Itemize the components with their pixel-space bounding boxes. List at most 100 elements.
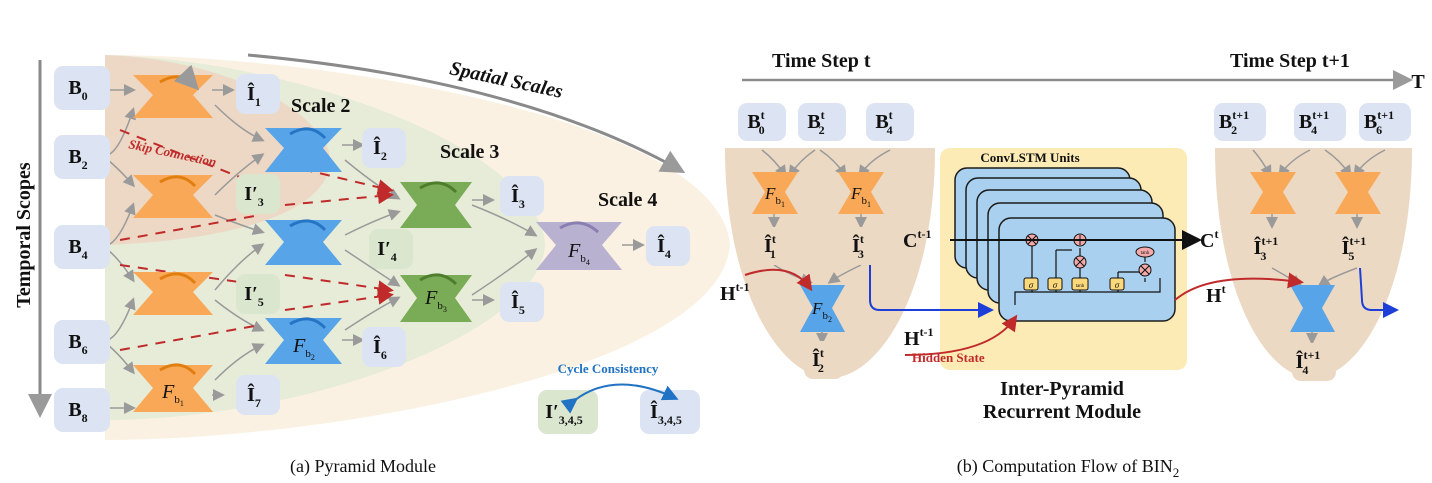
network-green-1 [400, 181, 472, 228]
spatial-scales-arrow [247, 53, 686, 173]
computation-flow: Time Step t Time Step t+1 T ConvLSTM Uni… [720, 50, 1425, 480]
input-box-b0-label: B0 [68, 77, 87, 103]
flow-output-t1-i4-bg [1292, 343, 1336, 381]
input-box-b8-label: B8 [68, 399, 87, 425]
flow-output-t1-i4-base: Î [1296, 349, 1304, 373]
output-box-i5: Î5 [500, 282, 544, 322]
cell-state-in-label: Ct-1 [903, 227, 931, 252]
input-box-b2-base: B [68, 146, 81, 168]
output-box-i5-label: Î5 [511, 289, 525, 317]
flow-input-t1-b4-bg [1294, 103, 1346, 141]
output-box-i5-prime: I′5 [236, 274, 280, 314]
hidden-state-in-arrow-b [904, 314, 1018, 356]
flow-output-t-i1-sub: 1 [770, 247, 776, 261]
network-label-b3-base: F [424, 287, 438, 309]
flow-net-label-1-base: F [764, 184, 776, 203]
flow-output-t-i2-sub: 2 [818, 361, 824, 375]
input-box-b8-base: B [68, 399, 81, 421]
flow-input-t1-b4-base: B [1299, 111, 1312, 133]
hidden-state-in-arrow-a [744, 268, 813, 292]
network-label-b3: Fb3 [424, 287, 447, 314]
flow-input-t-b2-sup: t [821, 108, 825, 122]
flow-output-t-i2-sup: t [820, 346, 824, 360]
output-box-i6-bg [362, 327, 406, 367]
flow-input-t-b0-sub: 0 [759, 123, 765, 137]
flow-output-t1-i4-sub: 4 [1302, 363, 1308, 377]
flow-input-t1-b2-bg [1214, 103, 1266, 141]
flow-input-t1-b4-sup: t+1 [1312, 108, 1329, 122]
temporal-scopes-label: Temporal Scopes [13, 162, 35, 308]
output-box-i4-prime-sub: 4 [391, 250, 397, 264]
flow-input-t-b4-bg [866, 103, 914, 141]
hidden-in-b-label-base: H [904, 328, 920, 350]
flow-net-label-2-sub: b [861, 195, 867, 207]
flow-output-t-i3-sub: 3 [858, 247, 864, 261]
flow-caption-text: (b) Computation Flow of BIN [957, 456, 1173, 477]
network-label-b4-base: F [567, 240, 581, 262]
flow-net-label-3-sub: b [822, 310, 828, 322]
flow-output-t-i2-base: Î [812, 347, 820, 371]
output-box-i2-sub: 2 [381, 149, 387, 163]
network-orange-3 [133, 272, 213, 315]
output-box-i5-prime-sub: 5 [258, 295, 264, 309]
network-label-b2-base: F [292, 335, 306, 357]
flow-input-t1-b6-bg [1359, 103, 1411, 141]
network-label-b1: Fb1 [161, 381, 184, 408]
convlstm-stack [954, 167, 1176, 322]
module-label-line2: Recurrent Module [983, 401, 1141, 423]
input-box-b4-base: B [68, 236, 81, 258]
cycle-consistency-arrow [560, 383, 679, 414]
flow-output-t1-i5-sup: t+1 [1349, 234, 1366, 248]
input-box-b0-sub: 0 [82, 89, 88, 103]
output-box-i5-prime-label: I′5 [244, 283, 263, 309]
output-gate-sigma: σ [1115, 280, 1120, 290]
hidden-in-b-label-sup: t-1 [920, 325, 934, 339]
output-box-i7-label: Î7 [247, 382, 261, 410]
output-box-i1-base: Î [247, 81, 255, 105]
hidden-in-a-label: Ht-1 [720, 280, 750, 305]
cycle-right-box-base: Î [650, 399, 658, 423]
cell-state-out-label: Ct [1200, 227, 1218, 252]
network-label-b1-base: F [161, 381, 175, 403]
flow-output-t1-i5-bg [1338, 229, 1382, 267]
output-box-i5-base: Î [511, 289, 519, 313]
input-box-b2: B2 [54, 135, 110, 179]
output-box-i6: Î6 [362, 327, 406, 367]
flow-net-label-3: Fb2 [811, 299, 832, 324]
output-box-i4-bg [646, 226, 690, 266]
flow-output-t-i3-sup: t [860, 232, 864, 246]
flow-output-t1-i4-sup: t+1 [1303, 348, 1320, 362]
cycle-left-box-sub: 3,4,5 [559, 413, 583, 427]
network-label-b1-sub: b [174, 394, 180, 406]
output-box-i1-bg [236, 74, 280, 114]
output-box-i3-bg [500, 176, 544, 216]
output-box-i4-sub: 4 [665, 247, 671, 261]
flow-input-t-b2-bg [798, 103, 846, 141]
flow-output-t1-i3-sup: t+1 [1261, 234, 1278, 248]
network-label-b2-subsub: 2 [311, 353, 315, 362]
hidden-out-label: Ht [1206, 282, 1226, 307]
cycle-right-box-sub: 3,4,5 [658, 413, 682, 427]
cell-state-out-label-base: C [1200, 230, 1214, 252]
flow-output-t-i1-sup: t [772, 232, 776, 246]
lstm-gate-labels: σ σ tanh σ tanh [1029, 251, 1150, 290]
input-box-b2-bg [54, 135, 110, 179]
flow-input-t1-b2-sub: 2 [1231, 123, 1237, 137]
flow-caption-sub: 2 [1173, 465, 1180, 480]
hidden-out-label-base: H [1206, 285, 1222, 307]
cell-state-out-label-sup: t [1214, 227, 1218, 241]
output-box-i1: Î1 [236, 74, 280, 114]
